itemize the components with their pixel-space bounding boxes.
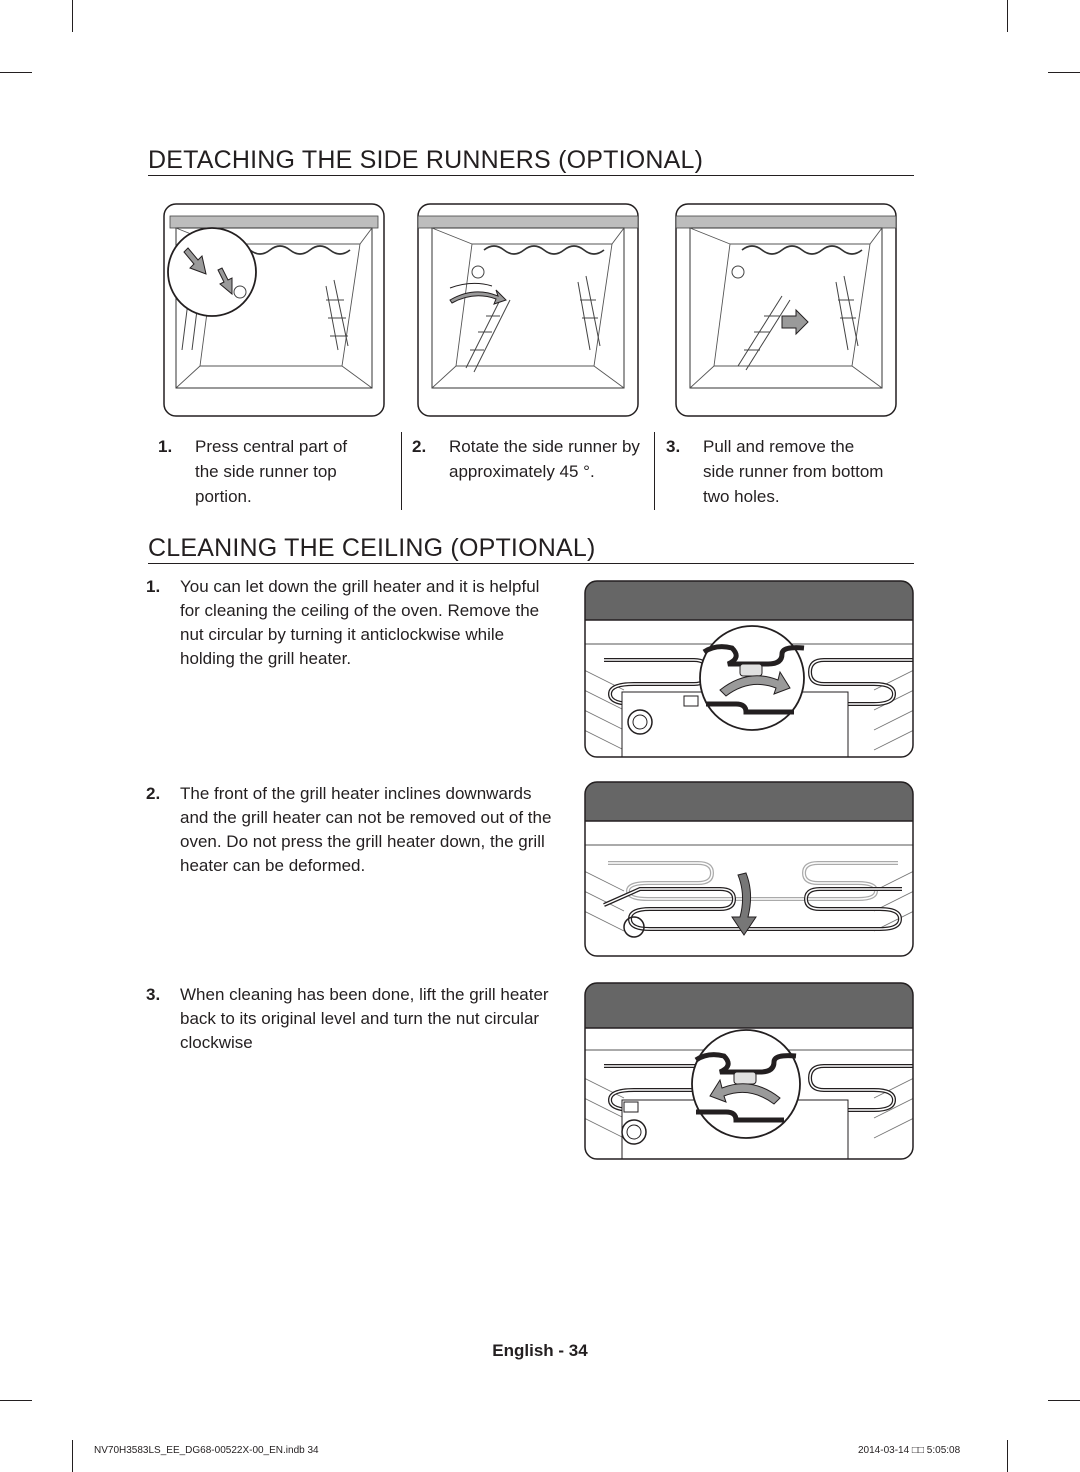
crop-mark	[1048, 72, 1080, 73]
crop-mark	[0, 1400, 32, 1401]
step-text: Press central part of the side runner to…	[195, 437, 348, 506]
oven-figure-rotate	[414, 200, 642, 422]
step-number: 3.	[666, 437, 681, 456]
step-text: When cleaning has been done, lift the gr…	[180, 985, 549, 1052]
crop-mark	[1007, 1440, 1008, 1472]
step-number: 1.	[146, 577, 161, 596]
step-text: You can let down the grill heater and it…	[180, 577, 540, 668]
title-rule	[148, 175, 914, 176]
crop-mark	[72, 1440, 73, 1472]
crop-mark	[1048, 1400, 1080, 1401]
step-number: 1.	[158, 437, 173, 456]
oven-figure-pull	[672, 200, 900, 422]
ceiling-figure-incline	[584, 781, 914, 957]
section-title-ceiling: CLEANING THE CEILING (OPTIONAL)	[148, 534, 596, 562]
step-number: 3.	[146, 985, 161, 1004]
step-text: Rotate the side runner by approximately …	[449, 437, 640, 481]
column-divider	[401, 432, 402, 510]
crop-mark	[1007, 0, 1008, 32]
page-number: English - 34	[492, 1341, 588, 1360]
ceiling-figure-unscrew	[584, 580, 914, 758]
title-rule	[148, 563, 914, 564]
crop-mark	[0, 72, 32, 73]
step-text: The front of the grill heater inclines d…	[180, 784, 552, 875]
section-title-side-runners: DETACHING THE SIDE RUNNERS (OPTIONAL)	[148, 146, 704, 174]
crop-mark	[72, 0, 73, 32]
step-number: 2.	[146, 784, 161, 803]
imprint-file-name: NV70H3583LS_EE_DG68-00522X-00_EN.indb 34	[94, 1445, 319, 1456]
imprint-date-time: 2014-03-14 □□ 5:05:08	[858, 1445, 961, 1456]
step-number: 2.	[412, 437, 427, 456]
ceiling-figure-tighten	[584, 982, 914, 1160]
column-divider	[654, 432, 655, 510]
oven-figure-press	[160, 200, 388, 422]
step-text: Pull and remove the side runner from bot…	[703, 437, 884, 506]
